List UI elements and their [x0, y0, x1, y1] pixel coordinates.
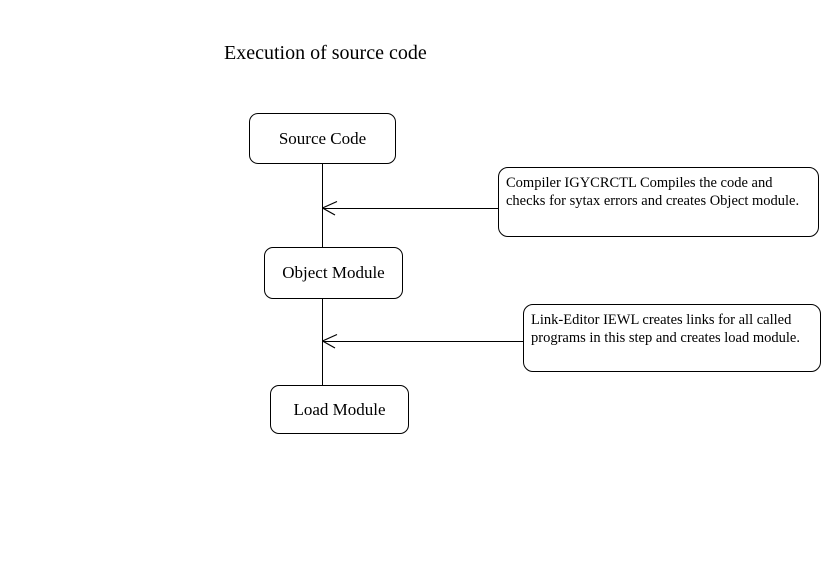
- node-object-module-label: Object Module: [282, 263, 385, 282]
- node-source-code: Source Code: [249, 113, 396, 164]
- annotation-linker-note: Link-Editor IEWL creates links for all c…: [523, 304, 821, 372]
- annotation-compiler-note: Compiler IGYCRCTL Compiles the code and …: [498, 167, 819, 237]
- node-load-module: Load Module: [270, 385, 409, 434]
- arrow-left-icon: [322, 199, 338, 217]
- annotation-linker-note-text: Link-Editor IEWL creates links for all c…: [531, 312, 800, 346]
- leader-line-linker-note: [322, 341, 524, 342]
- page-title: Execution of source code: [224, 42, 427, 64]
- node-object-module: Object Module: [264, 247, 403, 299]
- node-load-module-label: Load Module: [293, 399, 386, 419]
- connector-object-module-to-load-module: [322, 298, 323, 386]
- connector-source-code-to-object-module: [322, 163, 323, 248]
- node-source-code-label: Source Code: [278, 128, 367, 148]
- annotation-compiler-note-text: Compiler IGYCRCTL Compiles the code and …: [506, 175, 800, 209]
- arrow-left-icon: [322, 332, 338, 350]
- leader-line-compiler-note: [322, 208, 499, 209]
